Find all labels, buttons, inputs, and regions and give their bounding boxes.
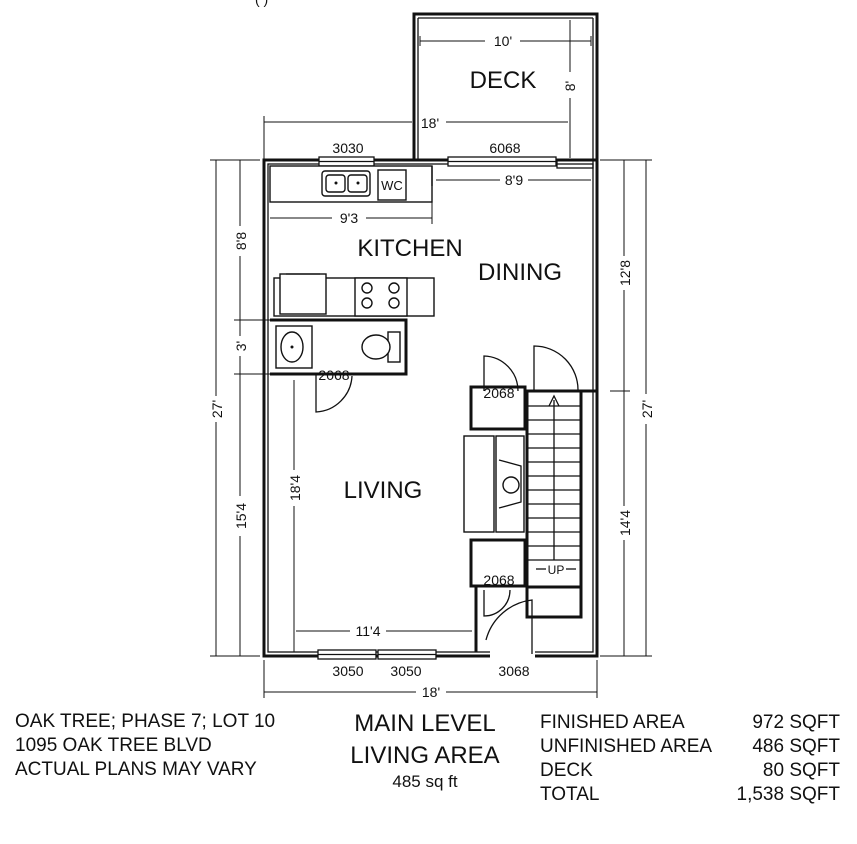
right-dimensions: 12'8 14'4 27': [600, 159, 655, 657]
level-title-line2: LIVING AREA: [350, 742, 500, 769]
closet-bottom: [469, 538, 527, 588]
kitchen-counter-dim: 9'3: [340, 210, 358, 226]
lot-info: OAK TREE; PHASE 7; LOT 10 1095 OAK TREE …: [15, 710, 275, 782]
closet-bottom-door-label: 2068: [483, 572, 514, 588]
deck-depth-dim: 8': [562, 81, 578, 91]
stair-door-swing: [533, 345, 579, 392]
bath-door: [315, 374, 353, 413]
right-lower-dim: 14'4: [617, 510, 633, 536]
left-lower-dim: 15'4: [233, 503, 249, 529]
left-upper-dim: 8'8: [233, 232, 249, 250]
right-upper-dim: 12'8: [617, 260, 633, 286]
lot-line: OAK TREE; PHASE 7; LOT 10: [15, 711, 276, 732]
left-mid-dim: 3': [233, 341, 249, 351]
left-total-dim: 27': [209, 400, 225, 418]
closet-door-label: 2068: [483, 385, 514, 401]
stairs-up-label: UP: [548, 563, 565, 577]
area-label: DECK: [540, 760, 593, 781]
kitchen-counter-top: WC: [269, 165, 433, 203]
stairs: UP: [525, 389, 597, 619]
area-value: 486 SQFT: [752, 736, 840, 757]
level-title: MAIN LEVEL LIVING AREA 485 sq ft: [330, 708, 520, 792]
overall-bottom-dim: 18': [422, 684, 440, 700]
area-label: UNFINISHED AREA: [540, 736, 713, 757]
area-row: TOTAL 1,538 SQFT: [540, 783, 840, 807]
dining-span-dim: 8'9: [505, 172, 523, 188]
window-bottom-1-label: 3050: [332, 663, 363, 679]
dining-label: DINING: [478, 259, 562, 286]
area-summary: FINISHED AREA 972 SQFT UNFINISHED AREA 4…: [540, 711, 840, 807]
overall-top-dim: 18': [421, 115, 439, 131]
address-line: 1095 OAK TREE BLVD: [15, 735, 212, 756]
left-dimensions: 27' 8'8 3' 15'4: [209, 159, 270, 657]
half-bath: [270, 318, 408, 413]
living-label: LIVING: [344, 477, 423, 504]
kitchen-label: KITCHEN: [357, 235, 462, 262]
living-width-dim: 11'4: [356, 623, 381, 639]
disclaimer-line: ACTUAL PLANS MAY VARY: [15, 759, 257, 780]
area-label: FINISHED AREA: [540, 712, 685, 733]
cropped-top-text: ( ): [255, 0, 268, 7]
deck-width-dim: 10': [494, 33, 512, 49]
area-row: FINISHED AREA 972 SQFT: [540, 711, 840, 735]
deck-label: DECK: [470, 67, 537, 94]
area-value: 80 SQFT: [762, 760, 840, 781]
area-row: DECK 80 SQFT: [540, 759, 840, 783]
living-depth-dim: 18'4: [287, 475, 303, 501]
deck: 10' 8' DECK: [412, 12, 599, 160]
slider-top-label: 6068: [489, 140, 520, 156]
floor-plan: ( ) 10' 8' DECK 18' 3030 6068: [209, 0, 655, 700]
window-top-left-label: 3030: [332, 140, 363, 156]
right-total-dim: 27': [639, 400, 655, 418]
kitchen-counter-bottom: [273, 273, 435, 317]
front-door: [485, 599, 533, 654]
window-bottom-2-label: 3050: [390, 663, 421, 679]
area-value: 972 SQFT: [752, 712, 840, 733]
closet-door-swing: [483, 355, 519, 392]
front-door-label: 3068: [498, 663, 529, 679]
closet-top: [469, 385, 527, 431]
area-label: TOTAL: [540, 784, 600, 805]
level-title-line1: MAIN LEVEL: [354, 710, 496, 737]
fireplace: [463, 435, 525, 533]
area-value: 1,538 SQFT: [736, 784, 841, 805]
dishwasher-label: WC: [381, 178, 403, 193]
level-area: 485 sq ft: [392, 772, 458, 791]
bath-door-label: 2068: [318, 367, 349, 383]
area-row: UNFINISHED AREA 486 SQFT: [540, 735, 840, 759]
